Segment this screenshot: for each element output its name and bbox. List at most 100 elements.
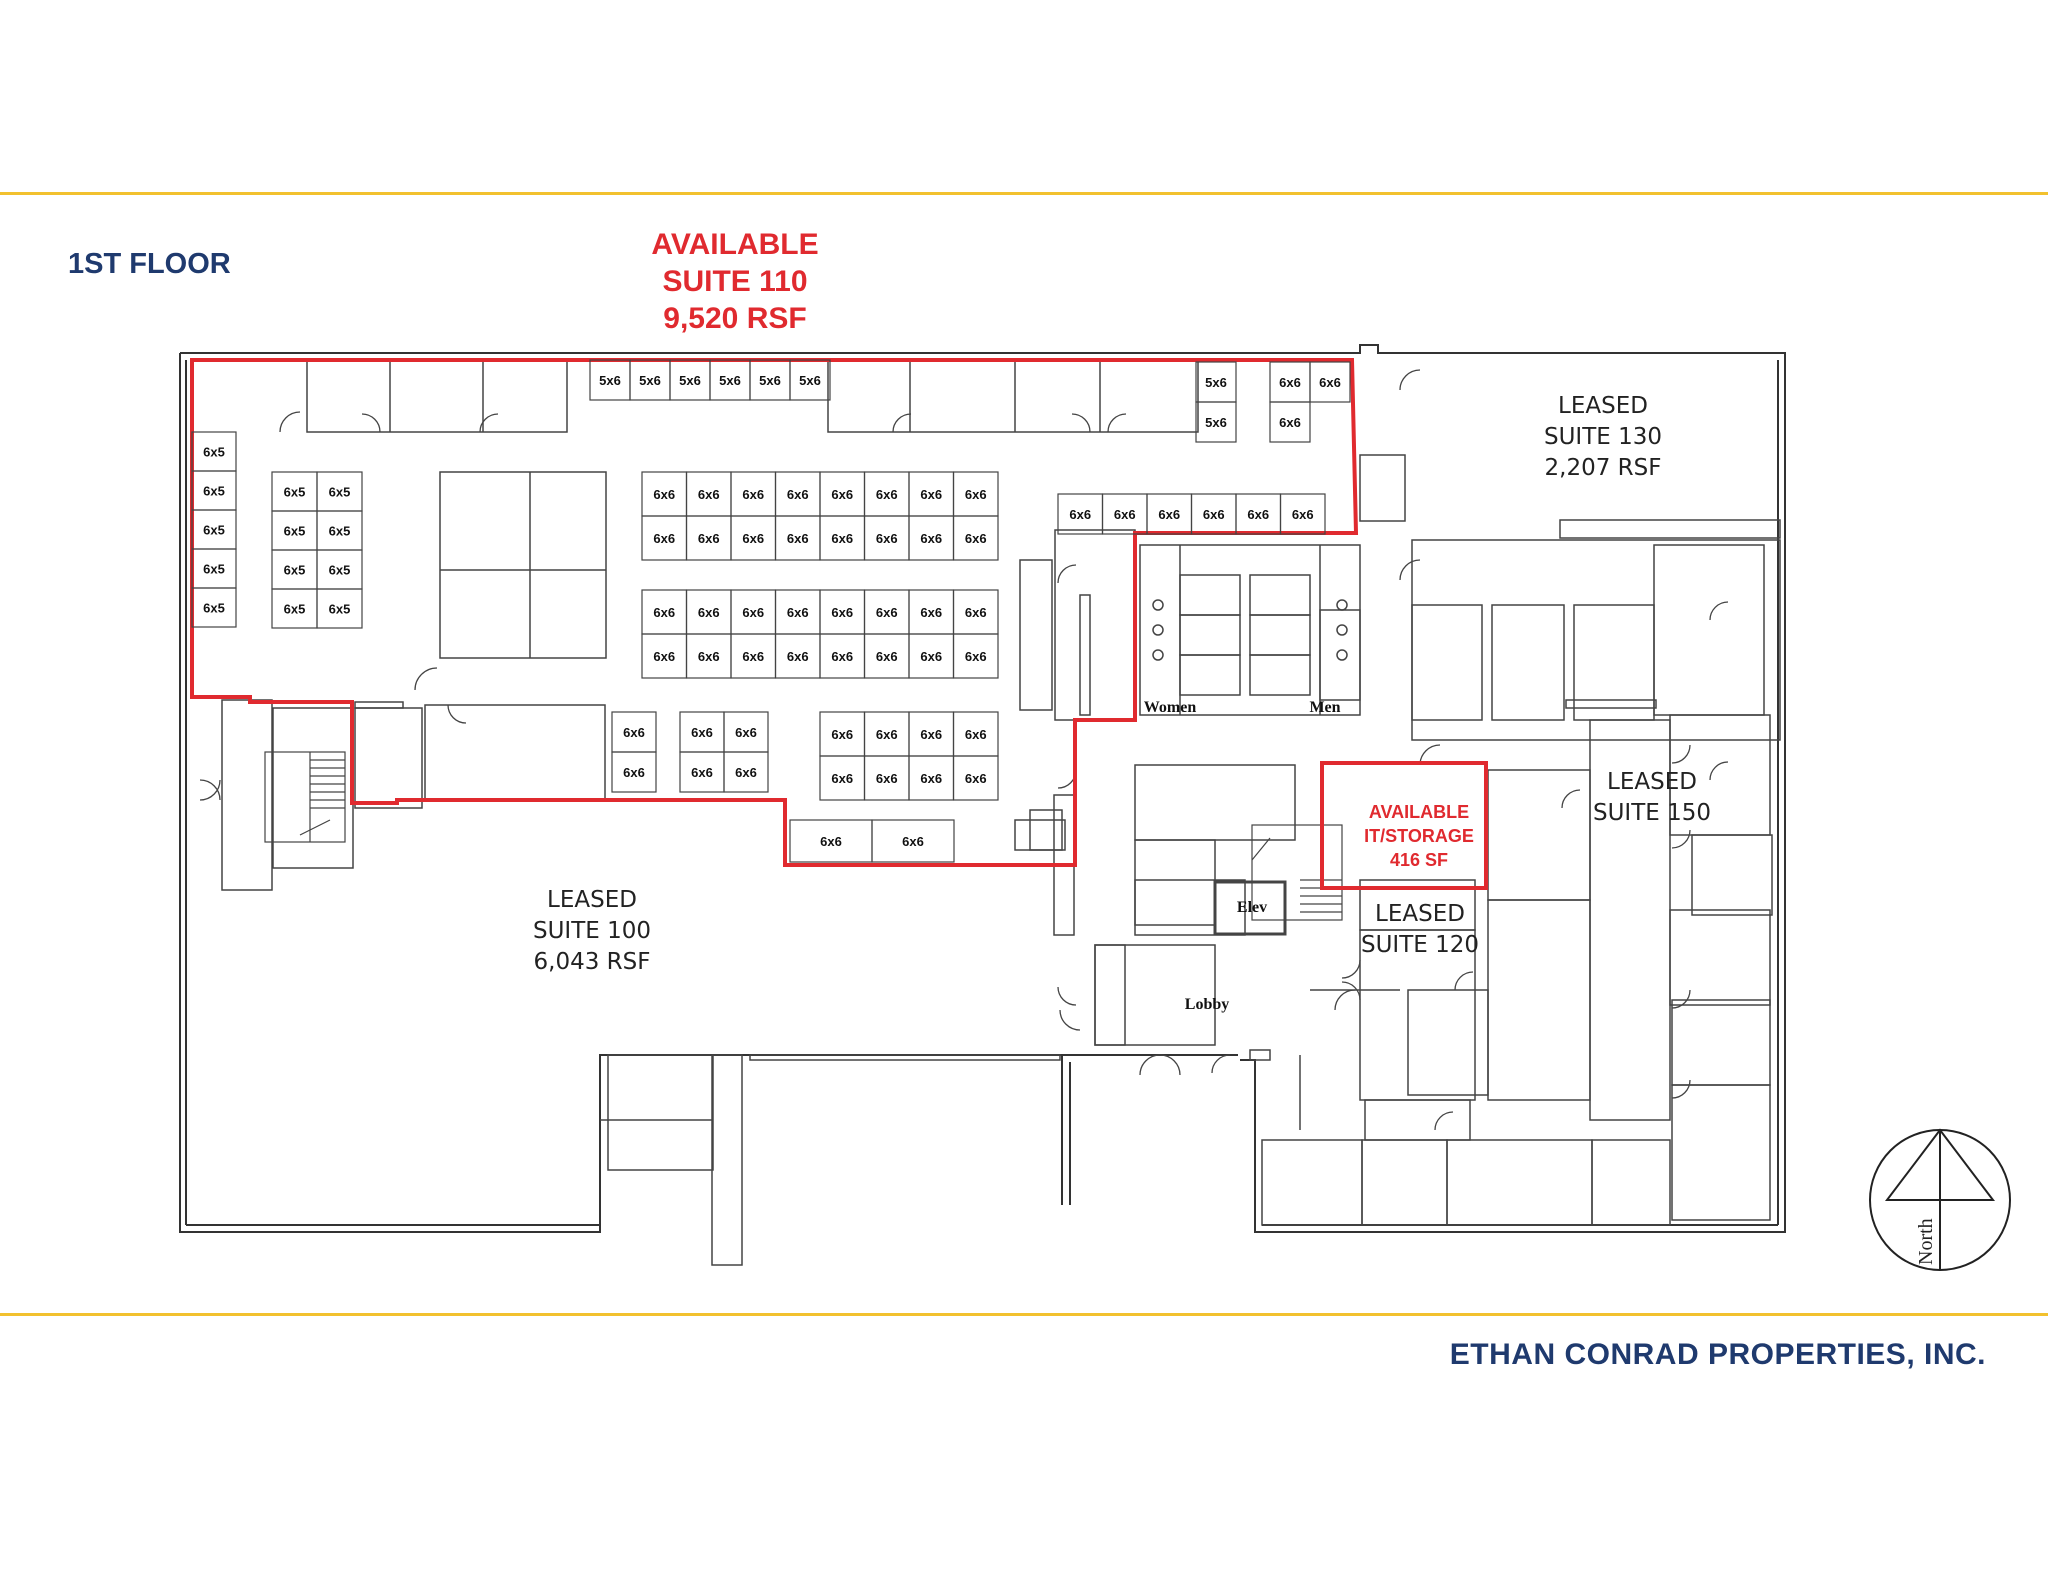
suite-130-label: LEASED SUITE 130 2,207 RSF — [1544, 393, 1662, 481]
top-accent-rule — [0, 192, 2048, 195]
cubicle-label: 6x6 — [698, 487, 720, 502]
cubicle-label: 6x6 — [787, 649, 809, 664]
cubicle-label: 6x6 — [965, 771, 987, 786]
cubicle-label: 6x6 — [920, 727, 942, 742]
cubicle-label: 6x6 — [787, 605, 809, 620]
cubicle-cell — [952, 633, 999, 679]
cubicle-label: 6x5 — [329, 524, 351, 539]
storage-status: AVAILABLE — [1369, 802, 1469, 822]
cubicle-label: 5x6 — [719, 373, 741, 388]
women-restroom-label: Women — [1144, 699, 1197, 716]
cubicle-label: 6x6 — [623, 725, 645, 740]
suite-130-area: 2,207 RSF — [1545, 455, 1662, 481]
cubicle-label: 6x6 — [735, 725, 757, 740]
storage-label: AVAILABLE IT/STORAGE 416 SF — [1364, 802, 1474, 870]
cubicle-cell — [1309, 361, 1351, 403]
cubicle-label: 6x5 — [203, 445, 225, 460]
cubicle-label: 6x6 — [787, 487, 809, 502]
cubicle-label: 6x6 — [965, 487, 987, 502]
cubicle-label: 5x6 — [759, 373, 781, 388]
cubicle-label: 6x6 — [691, 765, 713, 780]
suite-100-area: 6,043 RSF — [534, 949, 651, 975]
cubicle-label: 6x6 — [920, 605, 942, 620]
featured-suite-status: AVAILABLE — [651, 228, 819, 261]
floor-label: 1ST FLOOR — [68, 248, 231, 280]
cubicle-cell — [611, 751, 657, 793]
suite-150-status: LEASED — [1607, 769, 1697, 795]
suite-100-name: SUITE 100 — [533, 918, 651, 944]
interior-walls — [221, 359, 1781, 1266]
cubicle-cell — [789, 359, 831, 401]
cubicle-label: 6x5 — [203, 523, 225, 538]
cubicle-label: 6x5 — [284, 602, 306, 617]
company-name: ETHAN CONRAD PROPERTIES, INC. — [1449, 1338, 1986, 1371]
suite-110-outline — [190, 358, 1488, 890]
cubicle-label: 6x6 — [742, 531, 764, 546]
cubicle-label: 6x6 — [1279, 415, 1301, 430]
cubicle-label: 6x5 — [203, 601, 225, 616]
cubicle-label: 6x6 — [742, 605, 764, 620]
cubicle-label: 6x6 — [902, 834, 924, 849]
cubicle-label: 6x6 — [831, 531, 853, 546]
cubicle-label: 5x6 — [1205, 415, 1227, 430]
cubicle-label: 6x6 — [876, 771, 898, 786]
cubicle-label: 6x6 — [1319, 375, 1341, 390]
cubicle-label: 6x6 — [920, 531, 942, 546]
cubicle-label: 6x6 — [742, 649, 764, 664]
cubicle-cell — [871, 819, 955, 863]
cubicle-label: 6x6 — [965, 605, 987, 620]
stair-core — [264, 751, 1343, 921]
suite-100-label: LEASED SUITE 100 6,043 RSF — [533, 887, 651, 975]
bottom-accent-rule — [0, 1313, 2048, 1316]
cubicle-label: 6x6 — [1069, 507, 1091, 522]
cubicle-label: 5x6 — [639, 373, 661, 388]
cubicle-label: 6x6 — [1279, 375, 1301, 390]
cubicle-label: 6x6 — [1203, 507, 1225, 522]
cubicle-label: 6x6 — [787, 531, 809, 546]
cubicle-label: 6x6 — [1247, 507, 1269, 522]
cubicle-label: 6x6 — [735, 765, 757, 780]
suite-130-name: SUITE 130 — [1544, 424, 1662, 450]
cubicle-label: 6x6 — [623, 765, 645, 780]
cubicle-label: 6x6 — [742, 487, 764, 502]
cubicle-label: 6x6 — [831, 605, 853, 620]
cubicle-cell — [1279, 493, 1326, 535]
cubicle-cell — [316, 588, 363, 629]
storage-name: IT/STORAGE — [1364, 826, 1474, 846]
cubicle-cell — [1269, 401, 1311, 443]
cubicle-label: 6x6 — [820, 834, 842, 849]
featured-suite-name: SUITE 110 — [662, 265, 808, 298]
restroom-stalls — [1152, 574, 1348, 696]
cubicle-label: 6x6 — [1158, 507, 1180, 522]
cubicle-label: 6x6 — [965, 727, 987, 742]
suite-100-status: LEASED — [547, 887, 637, 913]
compass-north-label: North — [1915, 1218, 1937, 1265]
cubicle-label: 6x6 — [1114, 507, 1136, 522]
suite-130-status: LEASED — [1558, 393, 1648, 419]
cubicle-label: 6x5 — [329, 602, 351, 617]
lobby-label: Lobby — [1185, 996, 1229, 1013]
cubicle-label: 6x6 — [698, 605, 720, 620]
cubicle-label: 6x6 — [653, 487, 675, 502]
cubicle-label: 6x6 — [653, 605, 675, 620]
cubicle-cell — [723, 751, 769, 793]
cubicle-label: 6x6 — [831, 487, 853, 502]
cubicle-label: 6x6 — [920, 487, 942, 502]
cubicle-label: 6x5 — [203, 562, 225, 577]
cubicle-label: 5x6 — [799, 373, 821, 388]
men-restroom-label: Men — [1309, 699, 1340, 716]
cubicle-label: 6x6 — [698, 531, 720, 546]
cubicle-label: 6x6 — [831, 727, 853, 742]
cubicle-cell — [952, 755, 999, 801]
cubicle-label: 6x6 — [920, 771, 942, 786]
cubicle-label: 6x6 — [965, 649, 987, 664]
cubicle-cell — [952, 515, 999, 561]
cubicle-label: 6x6 — [920, 649, 942, 664]
cubicle-label: 6x5 — [329, 485, 351, 500]
storage-area: 416 SF — [1390, 850, 1448, 870]
cubicle-label: 6x6 — [876, 727, 898, 742]
cubicle-cell — [1195, 401, 1237, 443]
